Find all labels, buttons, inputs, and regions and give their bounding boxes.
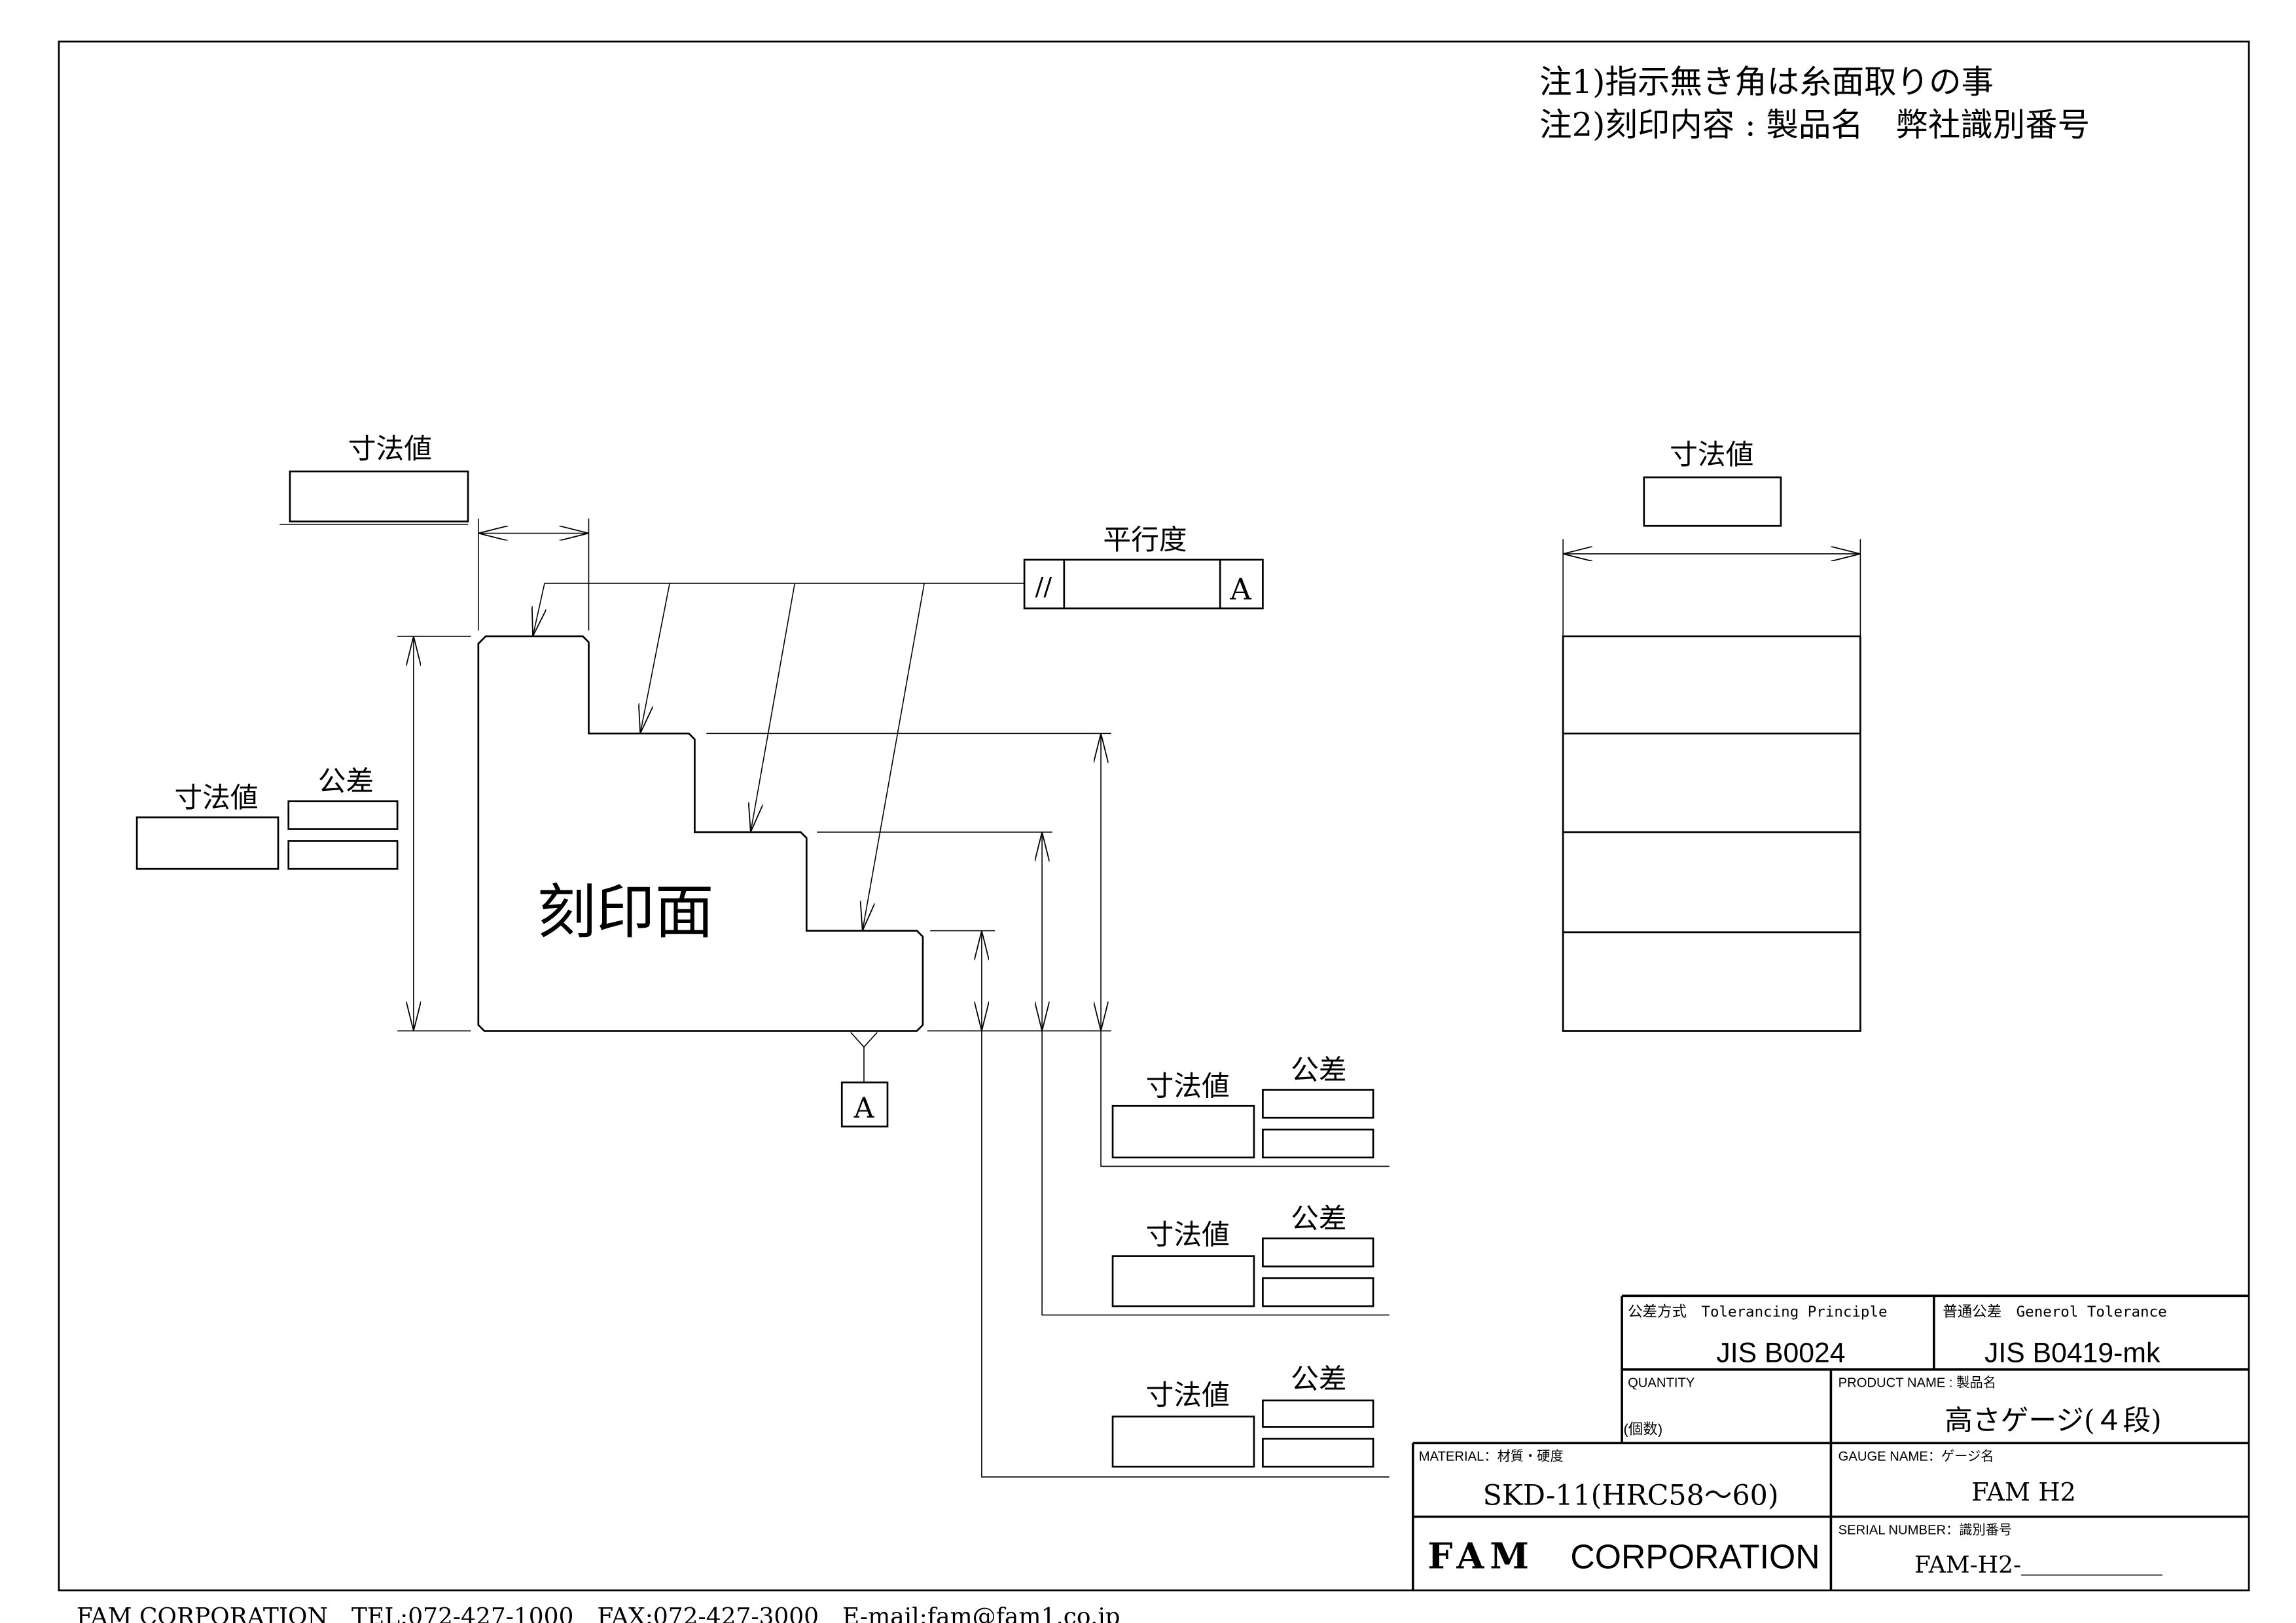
product-name: 高さゲージ(４段) [1945,1404,2162,1437]
svg-text:平行度: 平行度 [1103,524,1187,556]
svg-text:公差: 公差 [1291,1054,1346,1087]
svg-text:寸法値: 寸法値 [174,782,258,814]
total-height-dimension: 寸法値 公差 [135,636,471,1032]
part-outline [477,635,924,1032]
svg-text:公差方式 Tolerancing Principle: 公差方式 Tolerancing Principle [1628,1304,1887,1321]
svg-text:CORPORATION: CORPORATION [1570,1537,1820,1575]
svg-text:PRODUCT NAME : 製品名: PRODUCT NAME : 製品名 [1839,1376,1996,1391]
svg-text:寸法値: 寸法値 [348,433,432,465]
svg-text:公差: 公差 [1291,1203,1346,1235]
parallelism-frame: 平行度 // A [533,524,1264,930]
svg-text:普通公差 Generol Tolerance: 普通公差 Generol Tolerance [1943,1304,2166,1321]
svg-text:寸法値: 寸法値 [1670,439,1753,471]
svg-text:JIS B0419-mk: JIS B0419-mk [1984,1338,2161,1369]
note-2: 注2)刻印内容 : 製品名 弊社識別番号 [1539,105,2090,143]
note-1: 注1)指示無き角は糸面取りの事 [1539,63,1994,101]
svg-text:公差: 公差 [318,765,374,798]
side-view: 寸法値 [1562,439,1861,1032]
dimension-value-box[interactable] [289,470,469,522]
company-logo: FAM [1427,1535,1535,1577]
gauge-name: FAM H2 [1971,1478,2076,1507]
svg-text:QUANTITY: QUANTITY [1628,1376,1695,1391]
svg-text:(個数): (個数) [1623,1421,1662,1438]
step-dimension-3: 寸法値 公差 [1111,1363,1374,1468]
title-block: 公差方式 Tolerancing Principle JIS B0024 普通公… [1411,1294,2250,1591]
step-dimension-2: 寸法値 公差 [1111,1203,1374,1307]
svg-text:GAUGE NAME：ゲージ名: GAUGE NAME：ゲージ名 [1839,1449,1994,1464]
svg-text:寸法値: 寸法値 [1146,1379,1230,1412]
svg-text:寸法値: 寸法値 [1146,1219,1230,1252]
svg-text:寸法値: 寸法値 [1146,1070,1230,1103]
svg-text:A: A [1229,572,1251,607]
svg-text://: // [1035,573,1052,602]
step-dimension-1: 寸法値 公差 [1111,1054,1374,1159]
engraving-surface-label: 刻印面 [537,879,714,947]
svg-text:SERIAL NUMBER：識別番号: SERIAL NUMBER：識別番号 [1839,1523,2013,1538]
serial-number: FAM-H2-＿＿＿＿＿＿ [1914,1552,2162,1578]
datum-a: A [840,1032,889,1128]
svg-text:公差: 公差 [1291,1363,1346,1396]
drawing-border [58,41,2250,1592]
svg-text:MATERIAL：材質・硬度: MATERIAL：材質・硬度 [1419,1449,1564,1464]
svg-text:A: A [853,1092,875,1125]
material: SKD-11(HRC58～60) [1483,1480,1779,1512]
width-dimension: 寸法値 [279,433,590,630]
step-dimensions [706,733,1390,1478]
svg-text:JIS B0024: JIS B0024 [1716,1338,1845,1369]
footer-contact: FAM CORPORATION TEL:072-427-1000 FAX:072… [77,1603,1121,1623]
